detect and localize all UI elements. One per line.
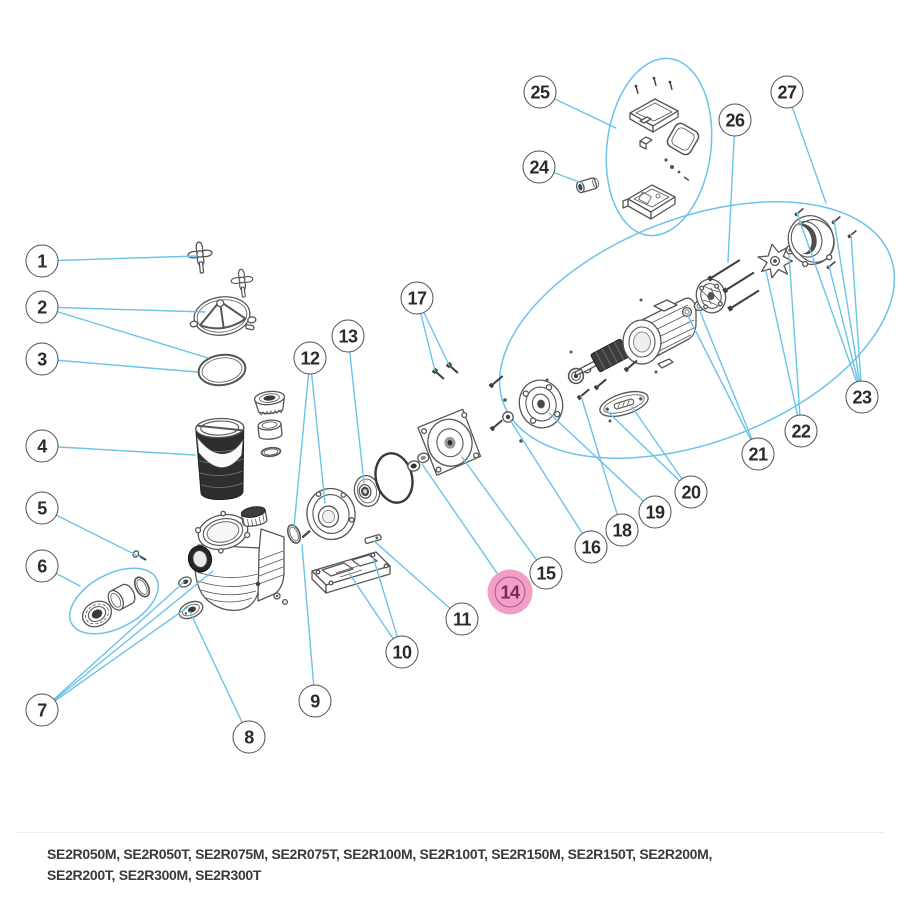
part-strainer-lid <box>189 296 257 336</box>
callout-23-number: 23 <box>852 387 872 407</box>
part-lid-oring <box>197 353 247 387</box>
part-strainer-basket <box>195 417 245 500</box>
part-terminal-box <box>622 76 700 220</box>
callout-17-number: 17 <box>407 288 427 308</box>
callout-24-number: 24 <box>529 157 549 177</box>
part-motor-body <box>622 297 697 369</box>
part-drain-plug-b <box>178 600 204 620</box>
part-volute-oring <box>374 452 414 504</box>
part-diffuser-oring <box>286 524 302 544</box>
part-impeller <box>353 474 381 508</box>
callout-9[interactable]: 9 <box>298 684 332 718</box>
callout-17[interactable]: 17 <box>400 281 434 315</box>
callout-11-number: 11 <box>452 609 472 629</box>
callout-2[interactable]: 2 <box>25 290 59 324</box>
callout-22-number: 22 <box>791 421 811 441</box>
callout-15[interactable]: 15 <box>529 556 563 590</box>
model-list-line-2: SE2R200T, SE2R300M, SE2R300T <box>47 867 262 883</box>
callout-21-number: 21 <box>748 444 768 464</box>
callout-19-number: 19 <box>645 502 665 522</box>
part-assembly-bolts <box>488 298 658 443</box>
group-ellipses <box>498 57 896 459</box>
callout-9-number: 9 <box>310 691 320 711</box>
callout-7[interactable]: 7 <box>25 693 59 727</box>
part-cable-gland <box>575 177 600 194</box>
part-mechanical-seal <box>407 452 430 472</box>
callout-16-number: 16 <box>581 537 601 557</box>
callout-26-number: 26 <box>725 110 745 130</box>
callout-15-number: 15 <box>536 563 556 583</box>
callout-14-number: 14 <box>500 582 520 602</box>
footer-divider <box>16 832 884 833</box>
part-union-group <box>69 567 159 635</box>
callout-7-number: 7 <box>37 700 47 720</box>
callout-24[interactable]: 24 <box>522 150 556 184</box>
callout-26[interactable]: 26 <box>718 103 752 137</box>
part-flange-screw <box>502 411 514 423</box>
callout-25[interactable]: 25 <box>523 75 557 109</box>
callout-10-number: 10 <box>392 642 412 662</box>
callout-12-number: 12 <box>300 348 320 368</box>
part-hand-knob-a <box>187 241 213 274</box>
callout-16[interactable]: 16 <box>574 530 608 564</box>
part-pump-body <box>187 506 289 612</box>
callout-19[interactable]: 19 <box>638 495 672 529</box>
callout-25-number: 25 <box>530 82 550 102</box>
callout-4-number: 4 <box>37 436 47 456</box>
callout-14-ring: 14 <box>494 576 526 608</box>
callout-8-number: 8 <box>244 727 254 747</box>
callout-3[interactable]: 3 <box>25 342 59 376</box>
callout-13[interactable]: 13 <box>331 319 365 353</box>
callout-1[interactable]: 1 <box>25 244 59 278</box>
part-hand-knob-b <box>230 268 254 298</box>
part-fan-cover <box>787 215 835 268</box>
part-motor-through-bolts <box>707 259 760 312</box>
callout-13-number: 13 <box>338 326 358 346</box>
part-plate-screws <box>431 361 459 380</box>
callout-6[interactable]: 6 <box>25 549 59 583</box>
part-seal-plate <box>417 408 482 476</box>
callout-11[interactable]: 11 <box>445 602 479 636</box>
callout-5-number: 5 <box>37 498 47 518</box>
part-base-plate <box>311 551 391 594</box>
callout-2-number: 2 <box>37 297 47 317</box>
callout-12[interactable]: 12 <box>293 341 327 375</box>
part-bracket-gasket <box>599 390 649 418</box>
part-diffuser <box>301 487 356 541</box>
callout-22[interactable]: 22 <box>784 414 818 448</box>
model-list-line-1: SE2R050M, SE2R050T, SE2R075M, SE2R075T, … <box>47 846 713 862</box>
part-cap-cylinder <box>257 419 283 440</box>
callout-8[interactable]: 8 <box>232 720 266 754</box>
callout-18-number: 18 <box>612 520 632 540</box>
callout-20[interactable]: 20 <box>674 475 708 509</box>
part-ring-nut <box>253 390 286 416</box>
callout-4[interactable]: 4 <box>25 429 59 463</box>
callout-3-number: 3 <box>37 349 47 369</box>
callout-21[interactable]: 21 <box>741 437 775 471</box>
callout-10[interactable]: 10 <box>385 635 419 669</box>
callout-5[interactable]: 5 <box>25 491 59 525</box>
callout-23[interactable]: 23 <box>845 380 879 414</box>
model-list: SE2R050M, SE2R050T, SE2R075M, SE2R075T, … <box>47 844 712 886</box>
callout-27[interactable]: 27 <box>770 75 804 109</box>
callout-27-number: 27 <box>777 82 797 102</box>
callout-14-highlighted[interactable]: 14 <box>487 569 533 615</box>
part-small-oring <box>260 446 282 458</box>
callout-1-number: 1 <box>37 251 47 271</box>
part-plate-bracket <box>364 534 382 544</box>
callout-6-number: 6 <box>37 556 47 576</box>
callout-20-number: 20 <box>681 482 701 502</box>
leader-lines <box>41 91 863 738</box>
part-rear-bracket <box>695 278 727 314</box>
callout-18[interactable]: 18 <box>605 513 639 547</box>
